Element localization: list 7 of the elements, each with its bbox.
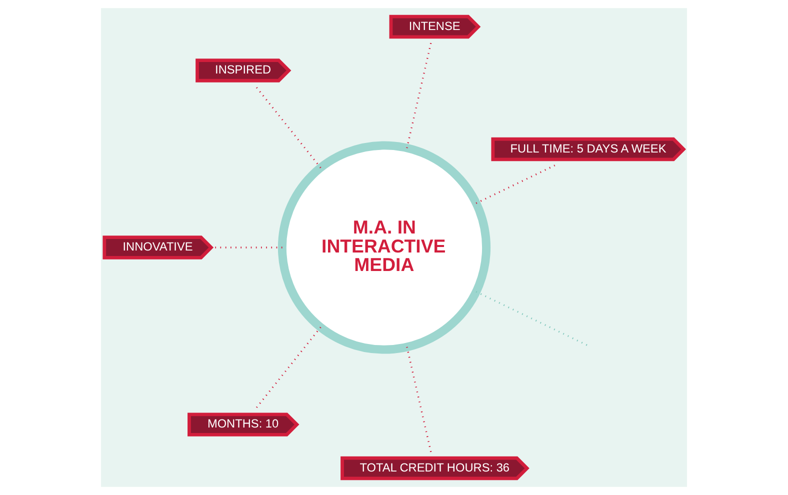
connector bbox=[406, 346, 432, 453]
connector bbox=[254, 85, 322, 168]
connector bbox=[406, 42, 432, 148]
connector bbox=[476, 290, 588, 346]
connector bbox=[476, 164, 557, 204]
connector bbox=[254, 326, 322, 410]
node-circle: M.A. IN INTERACTIVE MEDIA bbox=[278, 141, 491, 354]
